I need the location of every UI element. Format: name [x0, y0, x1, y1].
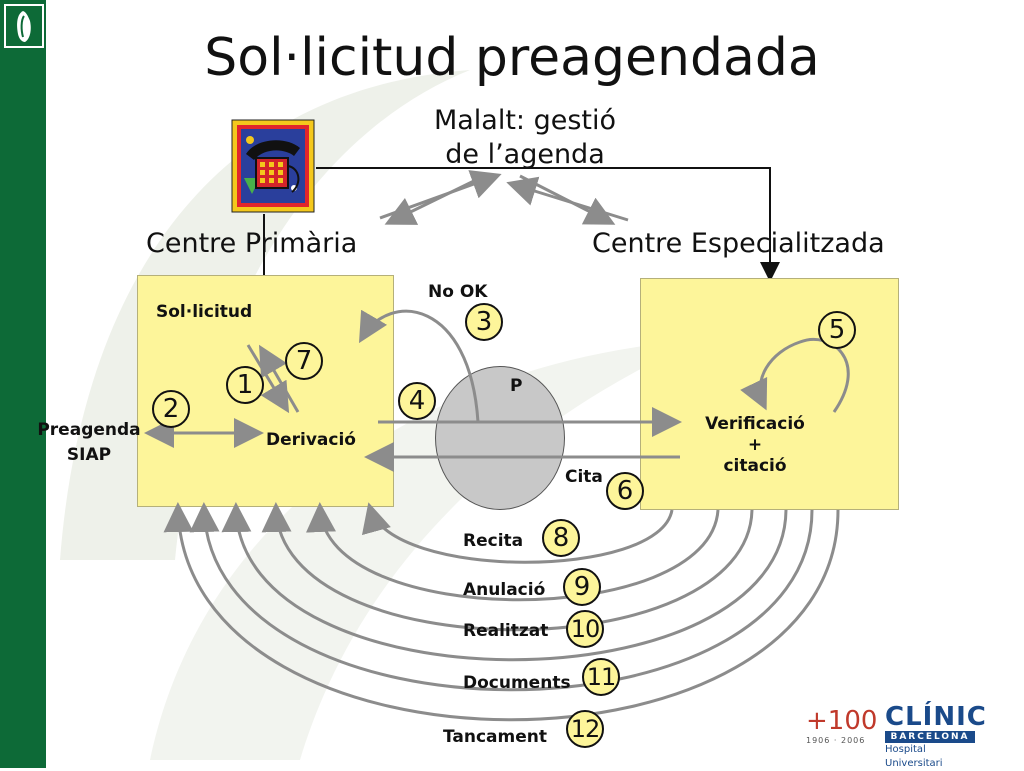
subtitle: Malalt: gestió de l’agenda: [400, 104, 650, 172]
telephone-icon: [230, 118, 316, 218]
preagenda-line-2: SIAP: [66, 445, 112, 465]
p-label: P: [510, 376, 523, 396]
page-title: Sol·licitud preagendada: [204, 28, 820, 88]
step-2-marker: 2: [152, 390, 190, 428]
step-8-marker: 8: [542, 519, 580, 557]
step-3-marker: 3: [465, 303, 503, 341]
anniversary-mark: +100: [806, 706, 878, 736]
centre-especialitzada-box: [640, 278, 899, 510]
step-10-marker: 10: [566, 610, 604, 648]
preagenda-label: Preagenda SIAP: [30, 418, 148, 468]
sidebar: [0, 0, 46, 768]
step-5-marker: 5: [818, 311, 856, 349]
step-6-marker: 6: [606, 472, 644, 510]
anniversary-years: 1906 · 2006: [806, 736, 866, 745]
verificacio-line-1: Verificació: [705, 414, 805, 434]
realitzat-label: Realitzat: [463, 621, 549, 641]
verificacio-label: Verificació + citació: [680, 414, 830, 477]
step-9-marker: 9: [563, 568, 601, 606]
step-4-marker: 4: [398, 382, 436, 420]
centre-especialitzada-label: Centre Especialitzada: [592, 228, 885, 259]
subtitle-line-1: Malalt: gestió: [433, 105, 617, 136]
cita-label: Cita: [565, 467, 603, 487]
hospital-wordmark: Hospital Universitari: [885, 744, 943, 769]
hospital-logo-icon: [4, 4, 44, 48]
derivacio-label: Derivació: [266, 430, 356, 450]
p-node: [435, 366, 565, 510]
recita-label: Recita: [463, 531, 524, 551]
clinic-wordmark: CLÍNIC: [885, 702, 987, 732]
barcelona-wordmark: BARCELONA: [885, 731, 975, 743]
clinic-logo: CLÍNIC BARCELONA Hospital Universitari: [885, 702, 987, 769]
step-1-marker: 1: [226, 366, 264, 404]
verificacio-line-3: citació: [723, 456, 787, 476]
verificacio-line-2: +: [747, 435, 763, 455]
anulacio-label: Anulació: [463, 580, 546, 600]
step-12-marker: 12: [566, 710, 604, 748]
anniversary-logo: +100 1906 · 2006: [806, 706, 878, 756]
preagenda-line-1: Preagenda: [37, 420, 141, 440]
subtitle-line-2: de l’agenda: [445, 139, 605, 170]
tancament-label: Tancament: [443, 727, 548, 747]
documents-label: Documents: [463, 673, 571, 693]
centre-primaria-label: Centre Primària: [146, 228, 358, 259]
solicitud-label: Sol·licitud: [156, 302, 253, 322]
step-11-marker: 11: [582, 658, 620, 696]
no-ok-label: No OK: [428, 282, 488, 302]
step-7-marker: 7: [285, 342, 323, 380]
